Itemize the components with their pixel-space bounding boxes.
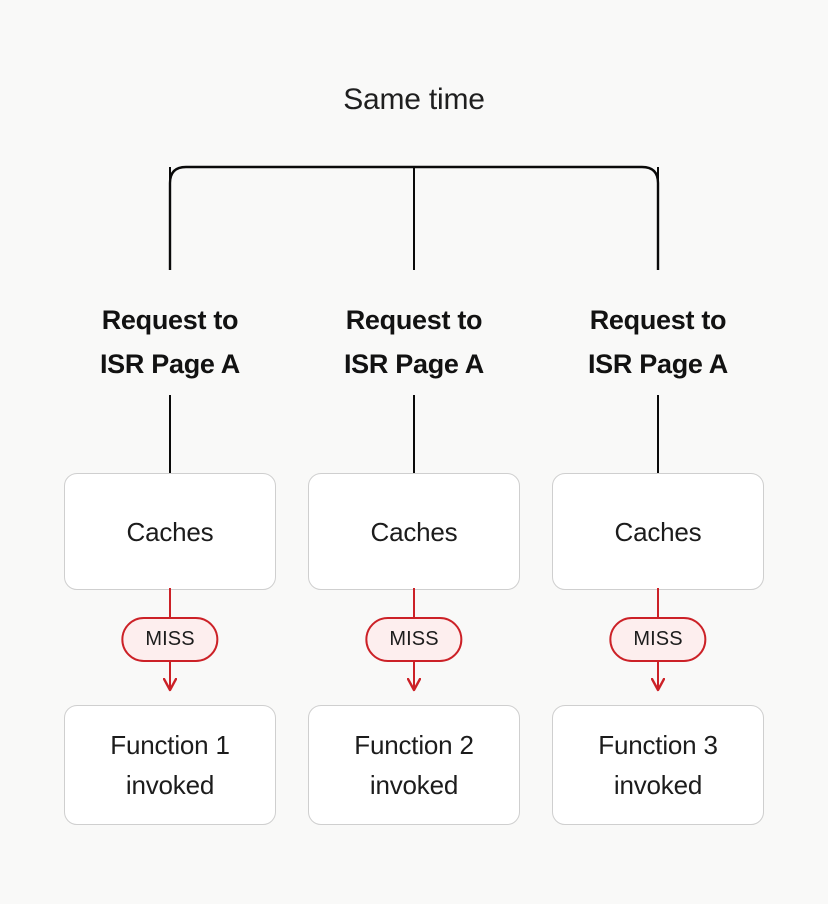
caches-box-2[interactable]: Caches bbox=[308, 473, 520, 590]
request-to-cache-line-3 bbox=[656, 395, 660, 475]
request-to-cache-line-1 bbox=[168, 395, 172, 475]
arrow-down-icon-3 bbox=[651, 678, 665, 692]
cache-miss-line-lower-1 bbox=[168, 660, 172, 690]
request-column-2: Request to ISR Page A Caches MISS Functi… bbox=[308, 0, 520, 904]
caches-box-3[interactable]: Caches bbox=[552, 473, 764, 590]
bracket-leg-line-2 bbox=[412, 167, 416, 270]
arrow-down-icon-2 bbox=[407, 678, 421, 692]
request-column-1: Request to ISR Page A Caches MISS Functi… bbox=[64, 0, 276, 904]
request-to-cache-line-2 bbox=[412, 395, 416, 475]
function-box-1[interactable]: Function 1 invoked bbox=[64, 705, 276, 825]
columns-container: Request to ISR Page A Caches MISS Functi… bbox=[64, 0, 764, 904]
cache-miss-line-lower-2 bbox=[412, 660, 416, 690]
request-heading-3: Request to ISR Page A bbox=[587, 305, 729, 379]
function-box-2[interactable]: Function 2 invoked bbox=[308, 705, 520, 825]
cache-miss-line-upper-3 bbox=[656, 588, 660, 620]
function-box-3[interactable]: Function 3 invoked bbox=[552, 705, 764, 825]
request-column-3: Request to ISR Page A Caches MISS Functi… bbox=[552, 0, 764, 904]
cache-miss-line-lower-3 bbox=[656, 660, 660, 690]
bracket-leg-line-1 bbox=[168, 167, 172, 270]
cache-miss-line-upper-2 bbox=[412, 588, 416, 620]
status-badge-miss-3: MISS bbox=[609, 617, 707, 662]
page-title: Same time bbox=[343, 83, 485, 116]
request-heading-1: Request to ISR Page A bbox=[99, 305, 241, 379]
cache-miss-line-upper-1 bbox=[168, 588, 172, 620]
request-heading-2: Request to ISR Page A bbox=[343, 305, 485, 379]
status-badge-miss-2: MISS bbox=[365, 617, 463, 662]
caches-box-1[interactable]: Caches bbox=[64, 473, 276, 590]
bracket-leg-line-3 bbox=[656, 167, 660, 270]
arrow-down-icon-1 bbox=[163, 678, 177, 692]
status-badge-miss-1: MISS bbox=[121, 617, 219, 662]
